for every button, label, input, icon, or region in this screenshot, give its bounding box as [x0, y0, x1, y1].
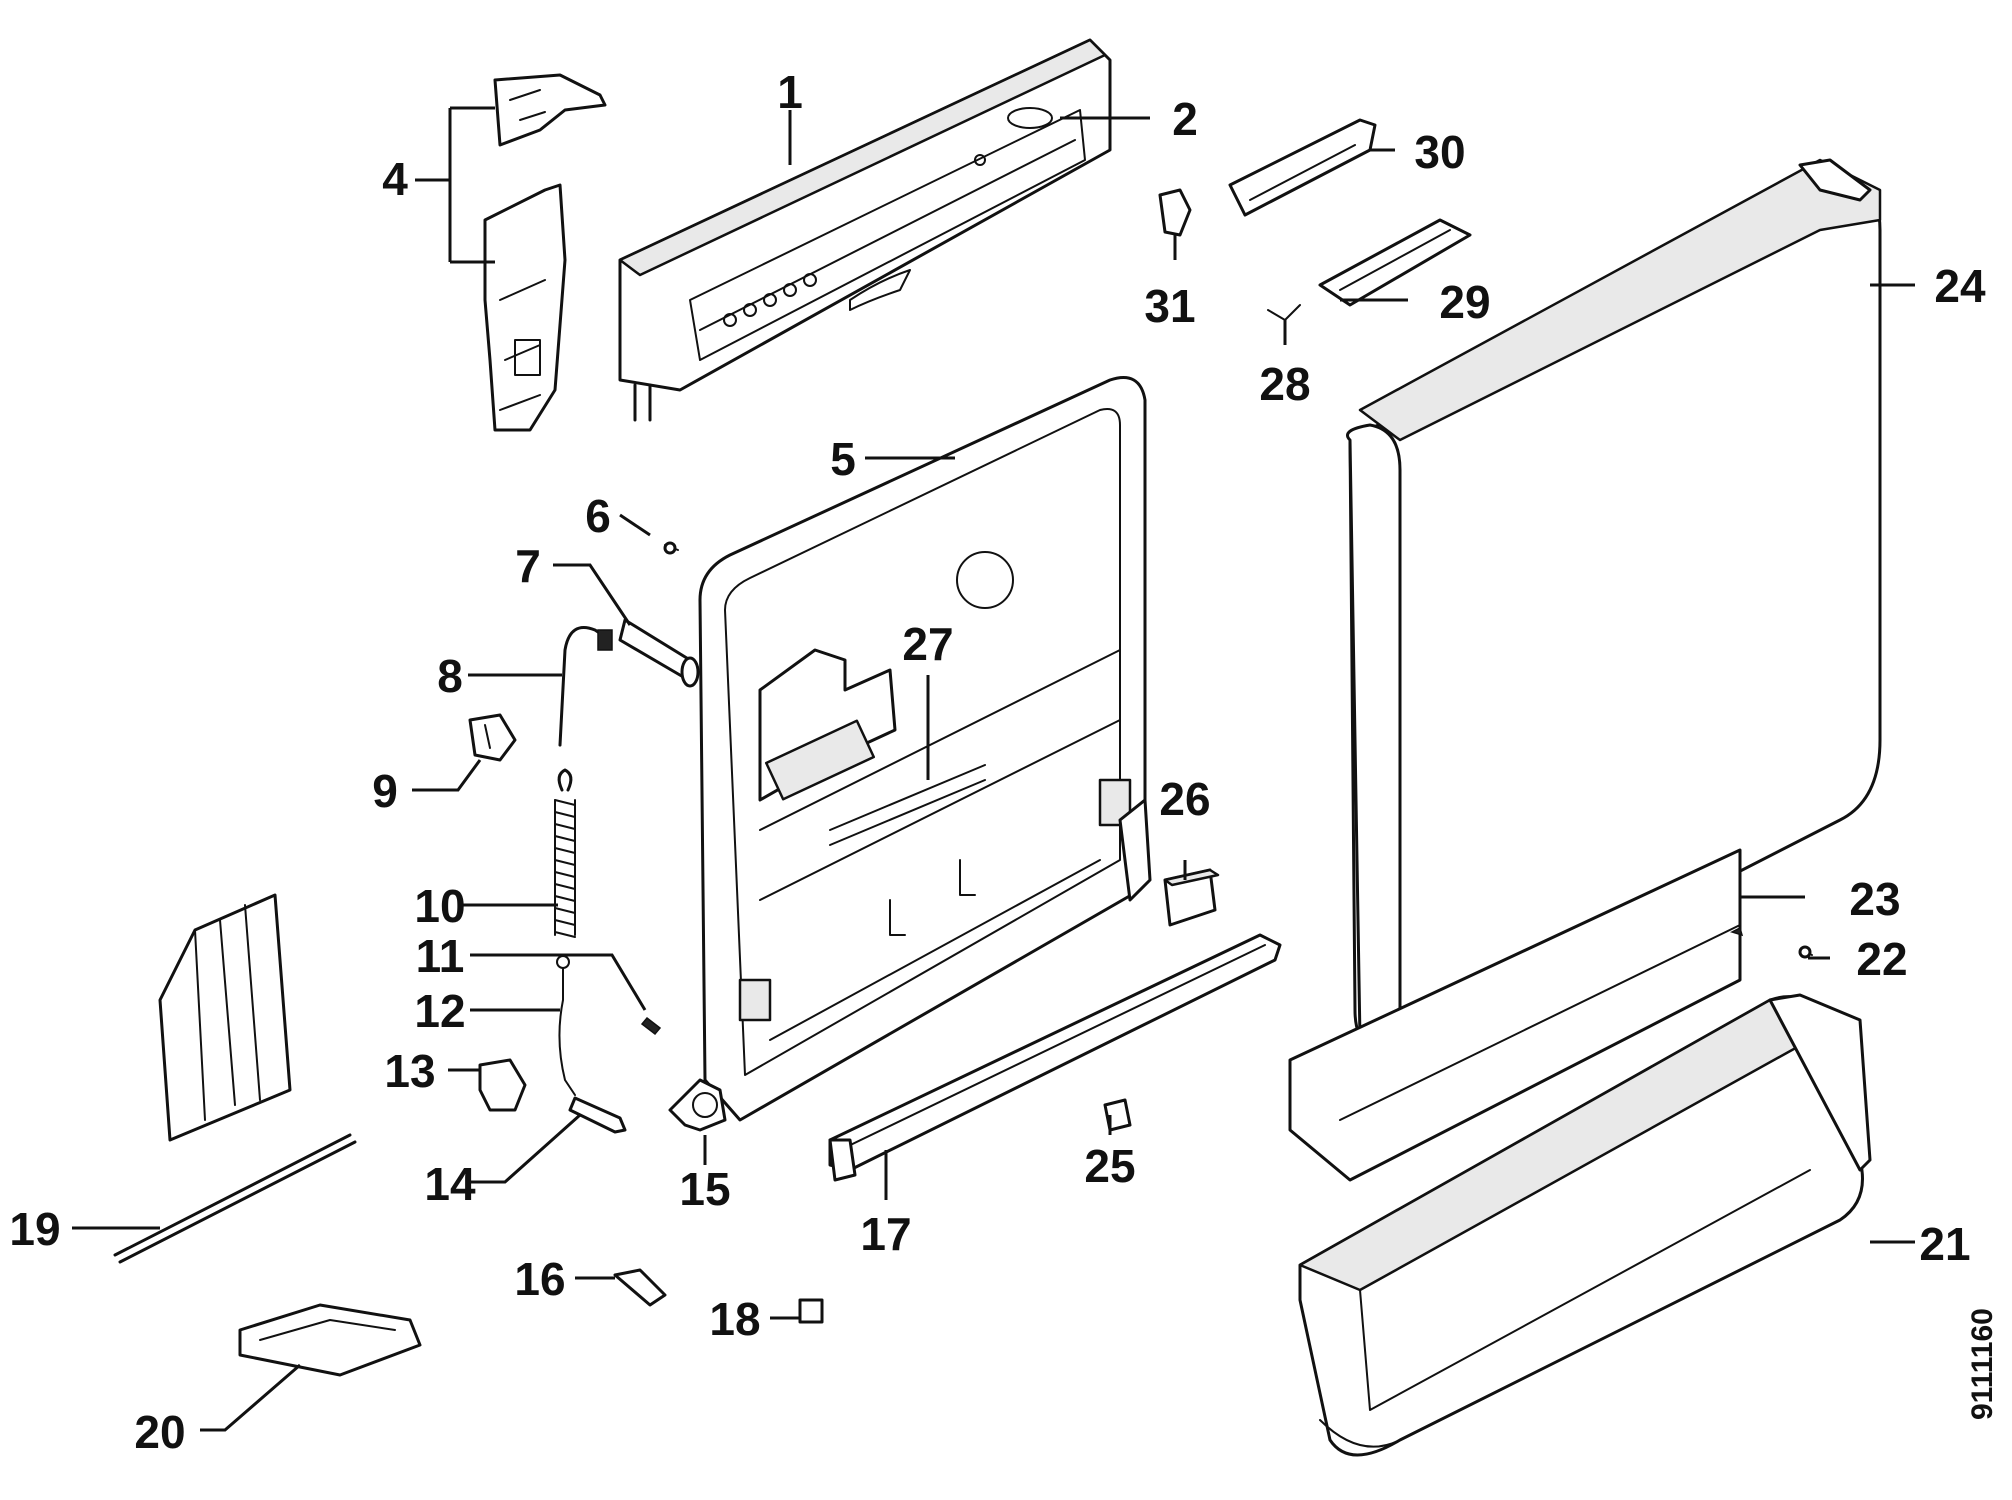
part-label-7: 7	[515, 540, 541, 592]
part-labels: 1 2 4 5 6 7 8 9 10 11 12 13 14 15 16 17 …	[9, 66, 1986, 1458]
part-label-8: 8	[437, 650, 463, 702]
bracket-set-drawing	[483, 73, 607, 432]
control-panel-drawing	[618, 38, 1112, 422]
rack-bracket-drawing	[238, 1303, 422, 1377]
part-label-31: 31	[1144, 280, 1195, 332]
kickplate-drawing	[1298, 993, 1872, 1457]
part-label-25: 25	[1084, 1140, 1135, 1192]
part-label-4: 4	[382, 153, 408, 205]
part-label-19: 19	[9, 1203, 60, 1255]
part-label-17: 17	[860, 1208, 911, 1260]
part-label-30: 30	[1414, 126, 1465, 178]
part-label-23: 23	[1849, 873, 1900, 925]
part-label-2: 2	[1172, 93, 1198, 145]
part-label-20: 20	[134, 1406, 185, 1458]
spring-coil	[554, 768, 576, 938]
part-label-26: 26	[1159, 773, 1210, 825]
part-label-28: 28	[1259, 358, 1310, 410]
part-label-24: 24	[1934, 260, 1986, 312]
part-label-21: 21	[1919, 1218, 1970, 1270]
bottom-rail-drawing	[828, 933, 1282, 1182]
part-label-1: 1	[777, 66, 803, 118]
outer-door-panel-drawing	[1288, 158, 1882, 1182]
part-label-5: 5	[830, 433, 856, 485]
part-label-12: 12	[414, 985, 465, 1037]
leader-lines	[72, 106, 1915, 1432]
part-label-15: 15	[679, 1163, 730, 1215]
part-label-22: 22	[1856, 933, 1907, 985]
part-label-16: 16	[514, 1253, 565, 1305]
part-label-13: 13	[384, 1045, 435, 1097]
drawing-code: 9111160	[1966, 1308, 1999, 1420]
part-label-9: 9	[372, 765, 398, 817]
part-label-6: 6	[585, 490, 611, 542]
small-parts-drawing	[468, 118, 1813, 1324]
rack-rail-drawing	[113, 893, 357, 1264]
part-label-18: 18	[709, 1293, 760, 1345]
inner-door-drawing	[698, 376, 1152, 1122]
part-label-11: 11	[416, 930, 465, 982]
part-label-29: 29	[1439, 276, 1490, 328]
part-label-10: 10	[414, 880, 465, 932]
part-label-27: 27	[902, 618, 953, 670]
part-label-14: 14	[424, 1158, 476, 1210]
